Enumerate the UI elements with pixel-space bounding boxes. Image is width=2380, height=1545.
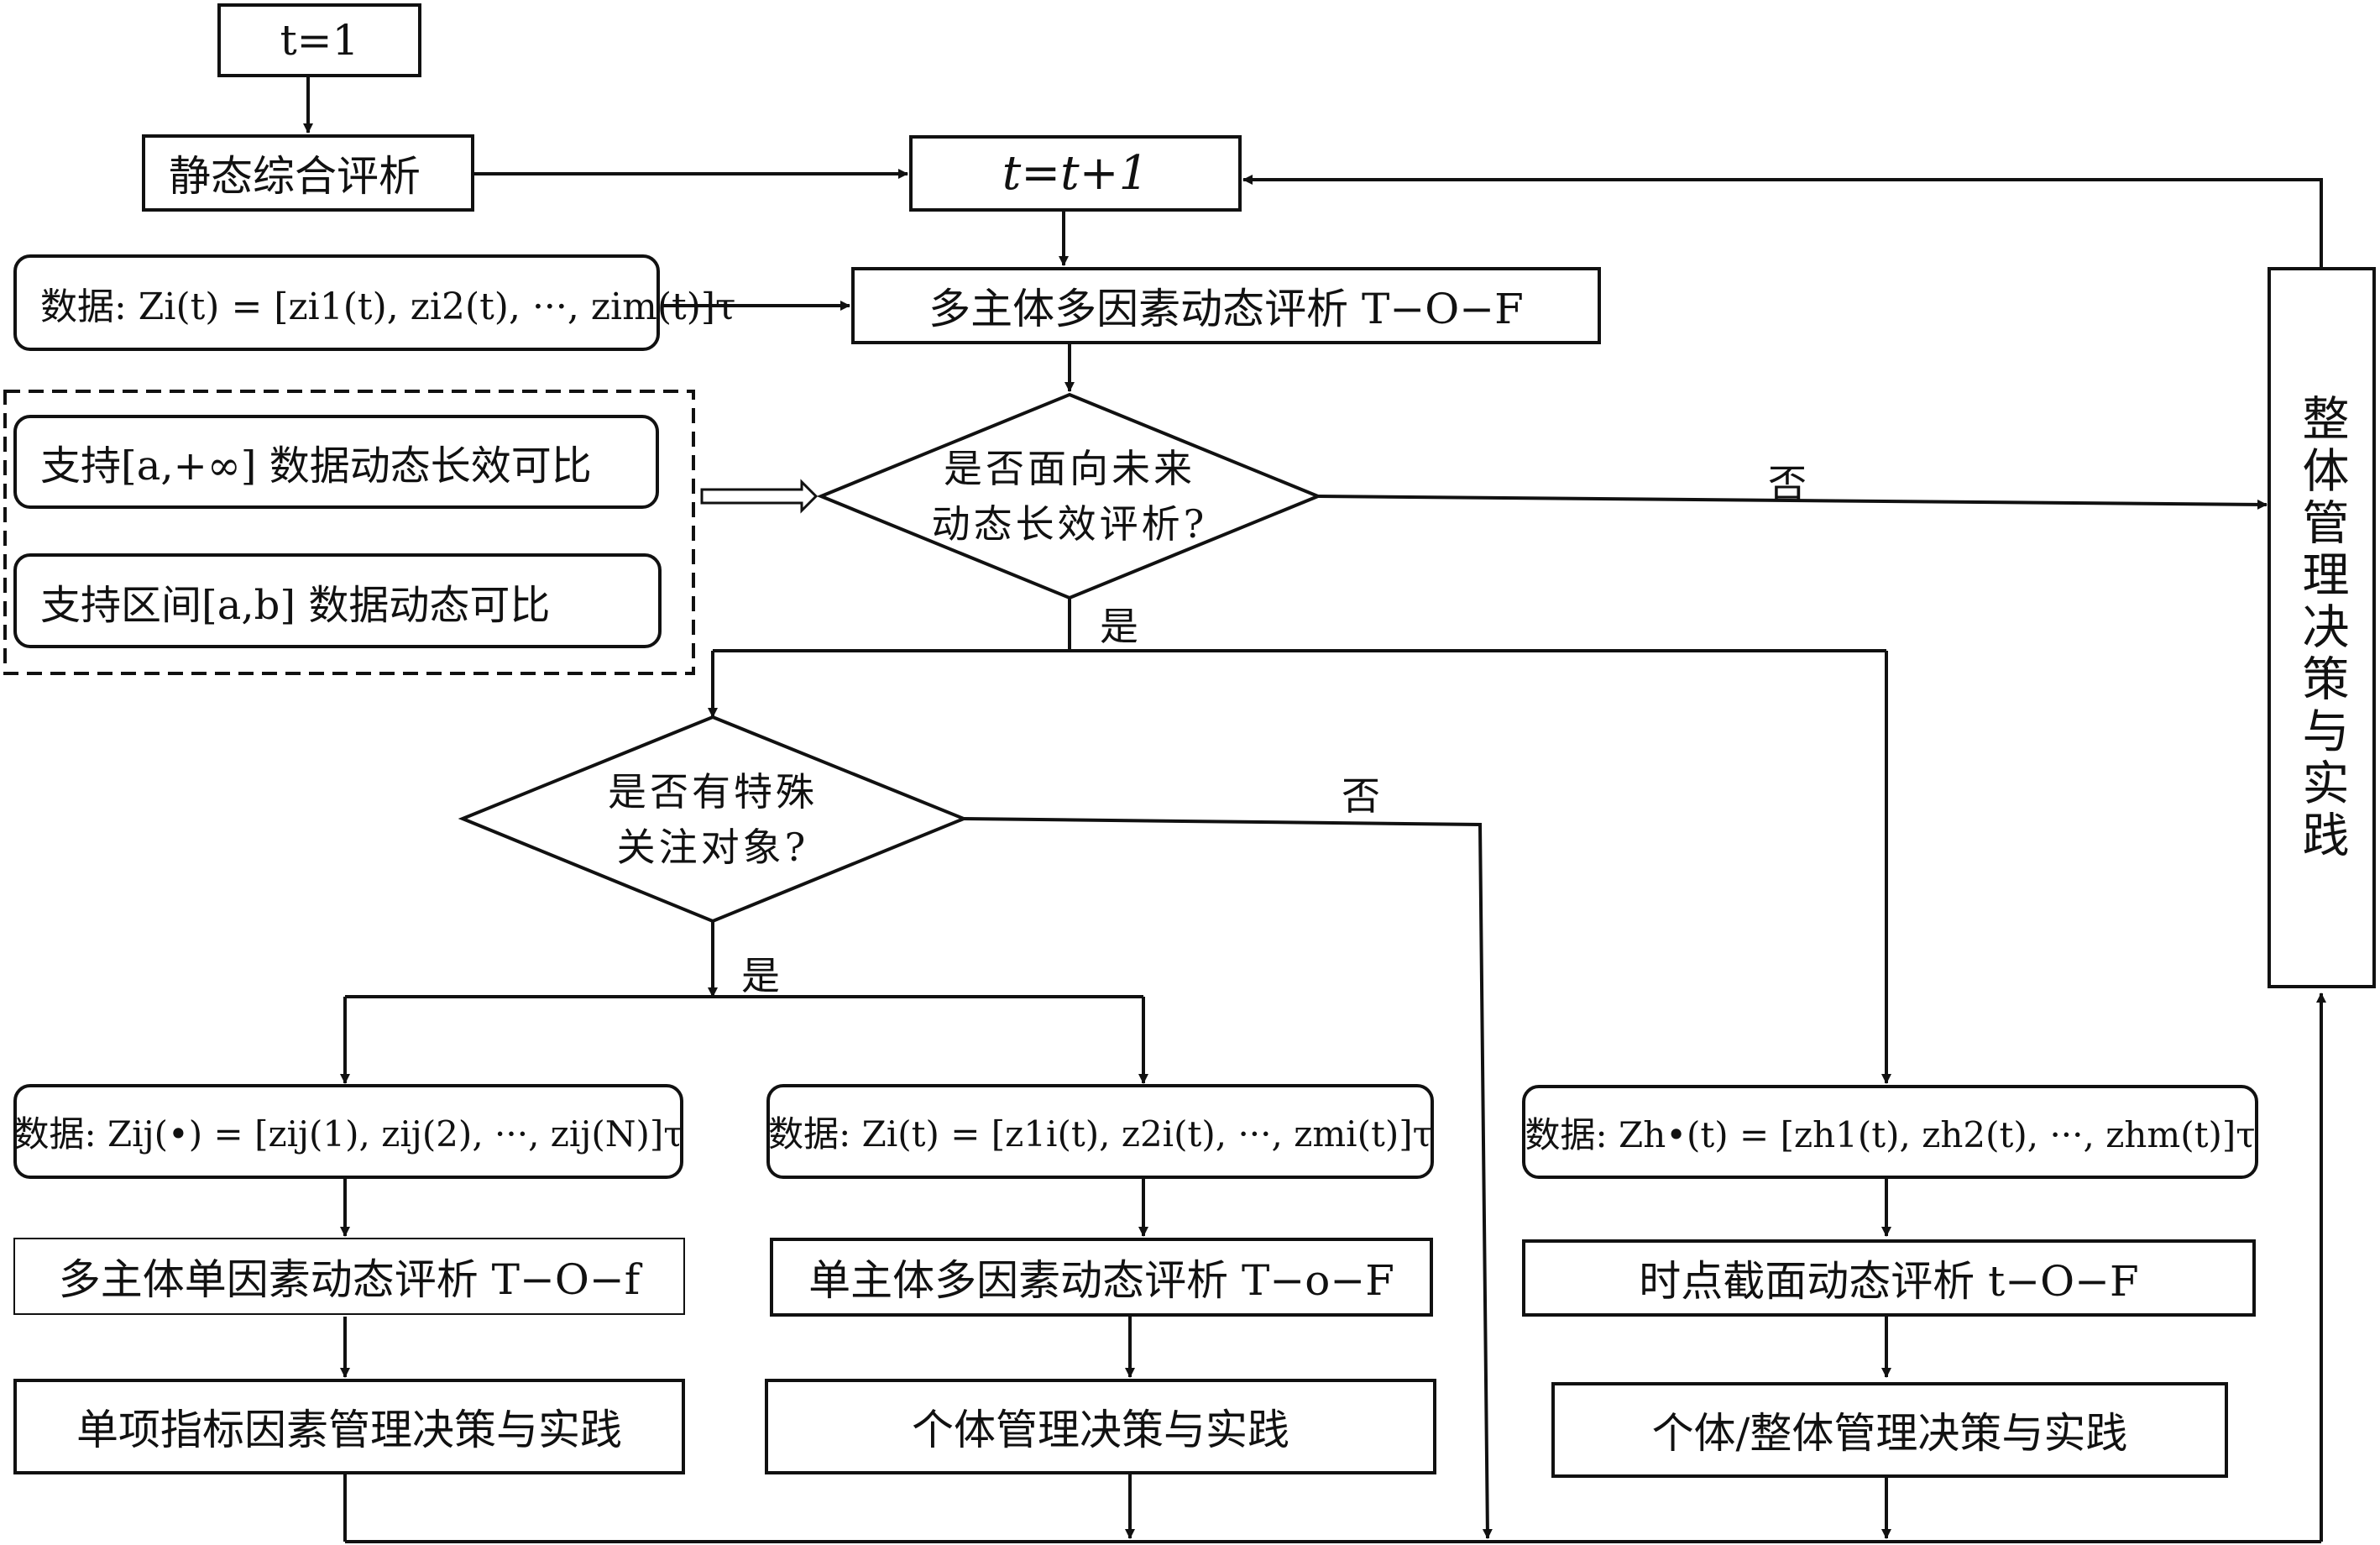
data-left-label: 数据: Zij(•) = [zij(1), zij(2), ···, zij(N… — [13, 1113, 683, 1155]
data-mid-label: 数据: Zi(t) = [z1i(t), z2i(t), ···, zmi(t)… — [768, 1113, 1432, 1155]
decision-special-line2: 关注对象? — [616, 825, 809, 870]
overall-decision-box: 整体管理决策与实践 — [2268, 267, 2376, 988]
t-increment-box: t=t+1 — [909, 135, 1242, 212]
practice-right-label: 个体/整体管理决策与实践 — [1651, 1409, 2128, 1458]
arrow-decision1-no — [1317, 495, 2268, 510]
practice-right-box: 个体/整体管理决策与实践 — [1551, 1382, 2228, 1478]
arrow-decision2-no — [963, 817, 1493, 1539]
hollow-arrow — [700, 479, 819, 514]
data-mid-box: 数据: Zi(t) = [z1i(t), z2i(t), ···, zmi(t)… — [766, 1084, 1434, 1179]
practice-mid-label: 个体管理决策与实践 — [912, 1406, 1289, 1454]
eval-left-label: 多主体单因素动态评析 T−O−f — [58, 1255, 641, 1304]
practice-mid-box: 个体管理决策与实践 — [765, 1379, 1436, 1474]
data-left-box: 数据: Zij(•) = [zij(1), zij(2), ···, zij(N… — [13, 1084, 683, 1179]
eval-left-box: 多主体单因素动态评析 T−O−f — [13, 1238, 685, 1315]
eval-right-label: 时点截面动态评析 t−O−F — [1639, 1257, 2139, 1306]
practice-left-box: 单项指标因素管理决策与实践 — [13, 1379, 685, 1474]
data-main-label: 数据: Zi(t) = [zi1(t), zi2(t), ···, zim(t)… — [40, 285, 736, 328]
data-main-box: 数据: Zi(t) = [zi1(t), zi2(t), ···, zim(t)… — [13, 254, 735, 351]
decision-special-text: 是否有特殊 关注对象? — [545, 764, 881, 875]
label-no-special: 否 — [1342, 773, 1380, 819]
decision-special — [458, 715, 969, 924]
support-inf-label: 支持[a,+∞] 数据动态长效可比 — [40, 443, 592, 490]
overall-decision-label: 整体管理决策与实践 — [2294, 393, 2349, 862]
label-yes-future: 是 — [1100, 604, 1138, 649]
multi-multi-box: 多主体多因素动态评析 T−O−F — [851, 267, 1601, 344]
decision-future-text: 是否面向未来 动态长效评析? — [902, 441, 1237, 552]
support-group-border — [3, 390, 695, 675]
eval-mid-label: 单主体多因素动态评析 T−o−F — [808, 1256, 1394, 1305]
eval-right-box: 时点截面动态评析 t−O−F — [1522, 1239, 2256, 1317]
static-eval-box: 静态综合评析 — [142, 134, 474, 212]
practice-left-label: 单项指标因素管理决策与实践 — [76, 1406, 622, 1454]
data-right-box: 数据: Zh•(t) = [zh1(t), zh2(t), ···, zhm(t… — [1522, 1085, 2258, 1179]
decision-future — [816, 392, 1323, 600]
eval-mid-box: 单主体多因素动态评析 T−o−F — [770, 1238, 1433, 1317]
t-increment-label: t=t+1 — [1002, 146, 1149, 201]
decision-special-line1: 是否有特殊 — [608, 769, 818, 814]
support-ab-box: 支持区间[a,b] 数据动态可比 — [13, 553, 662, 648]
data-right-label: 数据: Zh•(t) = [zh1(t), zh2(t), ···, zhm(t… — [1525, 1113, 2256, 1155]
support-ab-label: 支持区间[a,b] 数据动态可比 — [40, 581, 551, 629]
static-eval-label: 静态综合评析 — [169, 152, 421, 201]
start-label: t=1 — [280, 16, 359, 65]
decision-future-line1: 是否面向未来 — [944, 446, 1195, 491]
multi-multi-label: 多主体多因素动态评析 T−O−F — [928, 285, 1524, 333]
decision-future-line2: 动态长效评析? — [931, 501, 1208, 547]
start-node: t=1 — [217, 3, 421, 77]
support-inf-box: 支持[a,+∞] 数据动态长效可比 — [13, 415, 659, 509]
label-yes-special: 是 — [741, 953, 780, 998]
label-no-future: 否 — [1768, 461, 1807, 506]
arrow-overall-tnext — [1242, 175, 2323, 267]
